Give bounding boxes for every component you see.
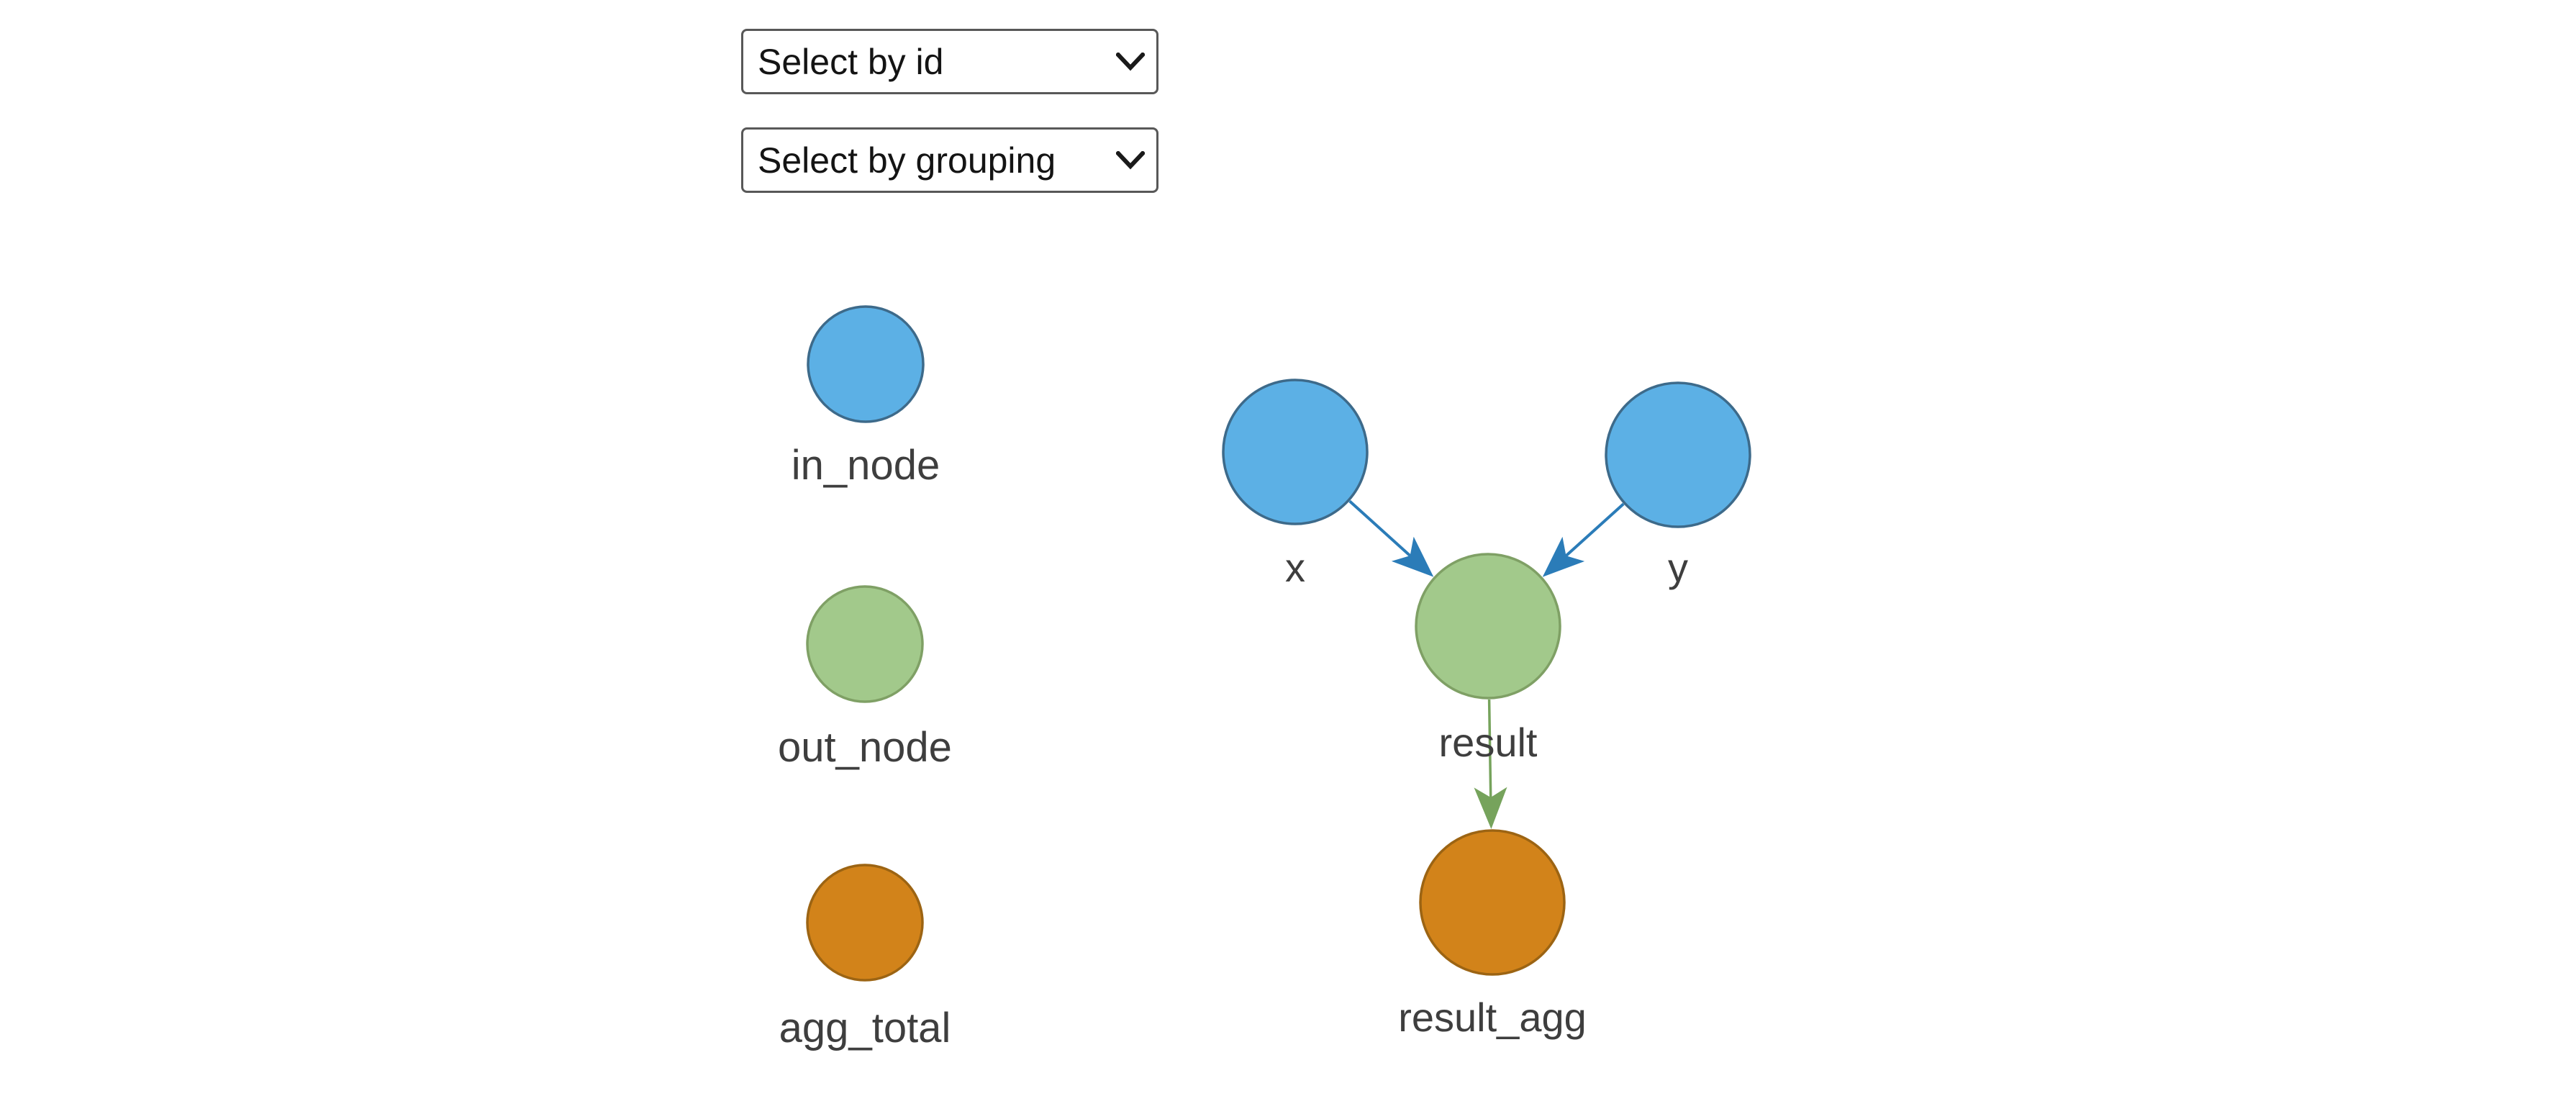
legend-label-in_node: in_node xyxy=(792,442,940,489)
graph-node-y[interactable] xyxy=(1605,381,1751,528)
graph-node-result_agg[interactable] xyxy=(1419,829,1566,976)
chevron-down-icon xyxy=(1116,52,1145,71)
select-by-id-dropdown[interactable]: Select by id xyxy=(741,29,1158,94)
legend-swatch-agg_total xyxy=(806,864,924,982)
graph-node-label-result: result xyxy=(1439,720,1538,765)
select-by-id-value: Select by id xyxy=(758,41,944,82)
graph-edge-x-result xyxy=(1348,499,1434,577)
legend-label-out_node: out_node xyxy=(778,724,952,771)
graph-edge-result-result_agg xyxy=(1474,699,1507,830)
legend-swatch-in_node xyxy=(807,305,925,423)
select-by-grouping-dropdown[interactable]: Select by grouping xyxy=(741,127,1158,193)
graph-node-label-y: y xyxy=(1668,545,1688,590)
graph-node-label-x: x xyxy=(1285,545,1305,590)
chevron-down-icon xyxy=(1116,150,1145,169)
select-by-grouping-value: Select by grouping xyxy=(758,140,1056,181)
graph-edge-y-result xyxy=(1542,502,1625,577)
legend-swatch-out_node xyxy=(806,585,924,703)
graph-node-result[interactable] xyxy=(1415,553,1561,700)
graph-node-x[interactable] xyxy=(1222,379,1369,525)
legend-label-agg_total: agg_total xyxy=(779,1005,951,1051)
graph-node-label-result_agg: result_agg xyxy=(1398,995,1587,1040)
